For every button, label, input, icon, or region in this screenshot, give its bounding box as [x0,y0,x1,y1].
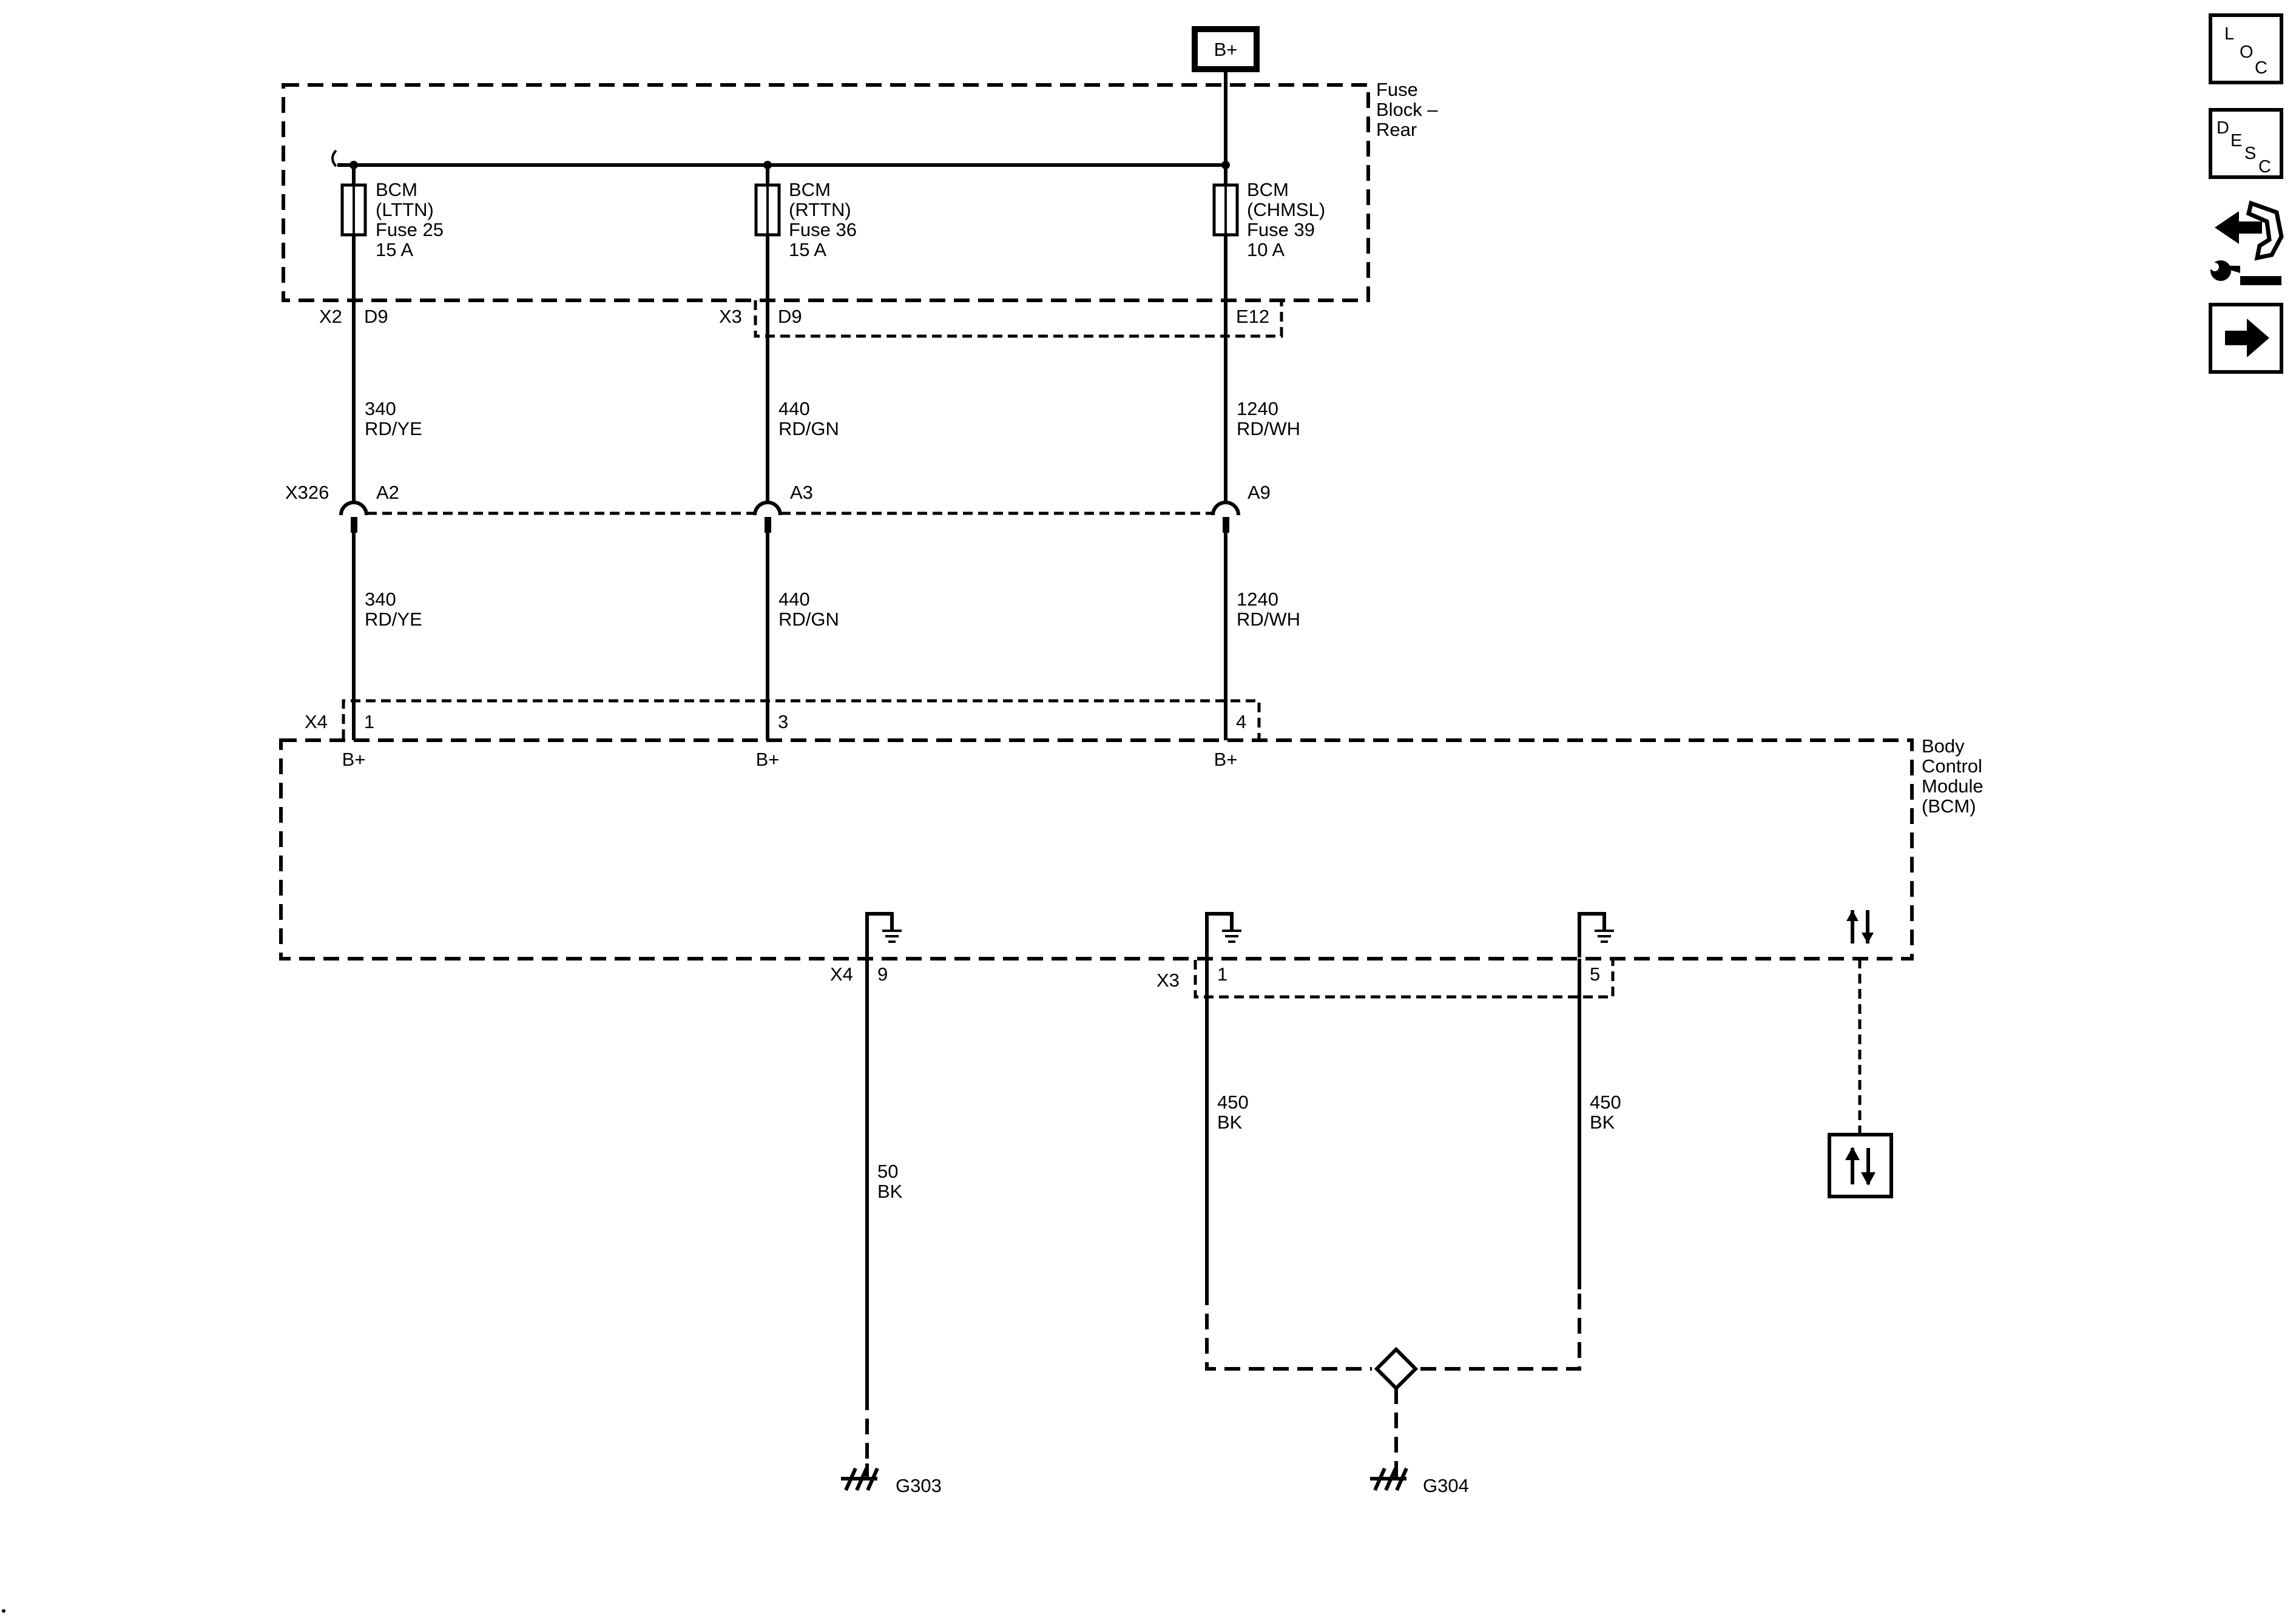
wire-440-lower-circuit: 440 [778,589,810,610]
inline-connector-pin-a3: A3 [790,482,813,503]
inline-connector-x326: X326 A2 A3 A9 [285,482,1271,533]
bcm-power-connector-label: X4 [305,711,328,732]
bcm-title-line-4: (BCM) [1922,795,1976,817]
description-letter-s: S [2244,144,2256,163]
bcm-ground-connectors: X4 9 X3 1 5 [830,960,1615,999]
wire-340-lower-color: RD/YE [365,609,422,630]
connector-wrench-icon[interactable] [2210,200,2284,285]
bcm-data-arrows-icon [1846,910,1874,1133]
description-button[interactable]: D E S C [2209,108,2283,179]
inline-connector-pin-a9: A9 [1248,482,1271,503]
fuse-lttn-line-3: Fuse 25 [376,219,444,240]
bcm-title-line-1: Body [1922,735,1965,757]
fuse-chmsl-line-1: BCM [1247,179,1289,200]
wire-440-lower-color: RD/GN [778,609,839,630]
bcm-pin-3-label: B+ [756,749,780,770]
bcm-internal-ground-1 [865,912,902,957]
bcm-power-connector-pin-3: 3 [778,711,788,732]
data-link-button[interactable] [1828,1133,1893,1198]
fuse-chmsl-line-3: Fuse 39 [1247,219,1315,240]
bcm-power-connector-pin-4: 4 [1236,711,1246,732]
fuse-lttn-line-4: 15 A [376,239,413,260]
connector-x2-pin-d9: D9 [364,306,388,327]
bcm-pin-4-label: B+ [1214,749,1238,770]
fuse-block-connectors: X2 D9 X3 D9 E12 [319,300,1283,338]
bcm-power-connector-x4: X4 1 3 4 B+ B+ B+ [305,699,1261,770]
ground-connector-x4-label: X4 [830,964,853,985]
bcm-power-connector-pin-1: 1 [364,711,374,732]
fuse-rttn-line-2: (RTTN) [789,199,851,220]
right-arrow-icon [2225,319,2269,357]
connector-x3-pin-d9: D9 [778,306,802,327]
ground-connector-x3-pin-5: 5 [1590,964,1600,985]
fuse-bus-bar [331,149,1230,169]
location-letter-l: L [2224,24,2234,44]
fuse-chmsl-line-4: 10 A [1247,239,1285,260]
wires-lower: 340 RD/YE 440 RD/GN 1240 RD/WH [352,533,1300,740]
fuse-lttn-line-1: BCM [376,179,417,200]
ground-wires: 50 BK 450 BK 450 BK [865,959,1621,1394]
ground-g303-label: G303 [896,1475,942,1496]
ground-g303-icon: G303 [841,1394,942,1496]
ground-wire-450a-circuit: 450 [1217,1092,1249,1113]
wire-1240-lower-circuit: 1240 [1237,589,1278,610]
fuse-chmsl: BCM (CHMSL) Fuse 39 10 A [1212,165,1325,300]
fuse-rttn: BCM (RTTN) Fuse 36 15 A [754,165,857,300]
fuse-block-title-line-2: Block – [1376,99,1438,120]
ground-connector-x4-pin-9: 9 [877,964,888,985]
inline-connector-pin-a2: A2 [376,482,399,503]
wire-440-upper-color: RD/GN [778,418,839,439]
fuse-rttn-line-3: Fuse 36 [789,219,857,240]
ground-splice [1205,1289,1581,1463]
fuse-rttn-line-4: 15 A [789,239,826,260]
wire-1240-lower-color: RD/WH [1237,609,1300,630]
wire-1240-upper-circuit: 1240 [1237,398,1278,419]
bcm-internal-ground-3 [1578,912,1614,957]
ground-wire-450b-circuit: 450 [1590,1092,1621,1113]
wire-340-lower-circuit: 340 [365,589,396,610]
bcm-title-line-2: Control [1922,755,1982,777]
ground-wire-50-color: BK [877,1181,903,1202]
connector-x3-pin-e12: E12 [1236,306,1269,327]
ground-wire-450a-color: BK [1217,1112,1243,1133]
ground-g304-label: G304 [1423,1475,1469,1496]
wire-1240-upper-color: RD/WH [1237,418,1300,439]
wires-upper: 340 RD/YE 440 RD/GN 1240 RD/WH [352,300,1300,501]
fuse-lttn-line-2: (LTTN) [376,199,434,220]
connector-x2-label: X2 [319,306,342,327]
location-button[interactable]: L O C [2209,13,2283,84]
next-page-button[interactable] [2209,303,2283,374]
corner-dot [2,1609,5,1613]
description-letter-e: E [2230,131,2242,150]
location-letter-o: O [2240,42,2254,62]
power-source: B+ [1192,26,1260,165]
body-control-module: Body Control Module (BCM) [279,735,1984,960]
wire-440-upper-circuit: 440 [778,398,810,419]
location-letter-c: C [2255,58,2267,78]
inline-connector-label: X326 [285,482,329,503]
ground-wire-450b-color: BK [1590,1112,1615,1133]
ground-connector-x3-pin-1: 1 [1217,964,1227,985]
fuse-chmsl-line-2: (CHMSL) [1247,199,1325,220]
fuse-block-title-line-3: Rear [1376,119,1417,140]
description-letter-c: C [2258,157,2271,177]
fuse-block-title-line-1: Fuse [1376,79,1418,100]
bcm-internal-ground-2 [1205,912,1241,957]
fuse-rttn-line-1: BCM [789,179,831,200]
ground-wire-50-circuit: 50 [877,1161,898,1182]
description-letter-d: D [2217,118,2229,138]
fuse-block-rear: Fuse Block – Rear [282,79,1438,302]
bcm-title-line-3: Module [1922,775,1984,797]
wire-340-upper-color: RD/YE [365,418,422,439]
fuse-lttn: BCM (LTTN) Fuse 25 15 A [340,165,444,300]
power-source-label: B+ [1214,39,1238,60]
wire-340-upper-circuit: 340 [365,398,396,419]
connector-x3-label: X3 [719,306,742,327]
ground-g304-icon: G304 [1370,1463,1469,1496]
bcm-pin-1-label: B+ [342,749,366,770]
ground-connector-x3-label: X3 [1156,970,1180,991]
